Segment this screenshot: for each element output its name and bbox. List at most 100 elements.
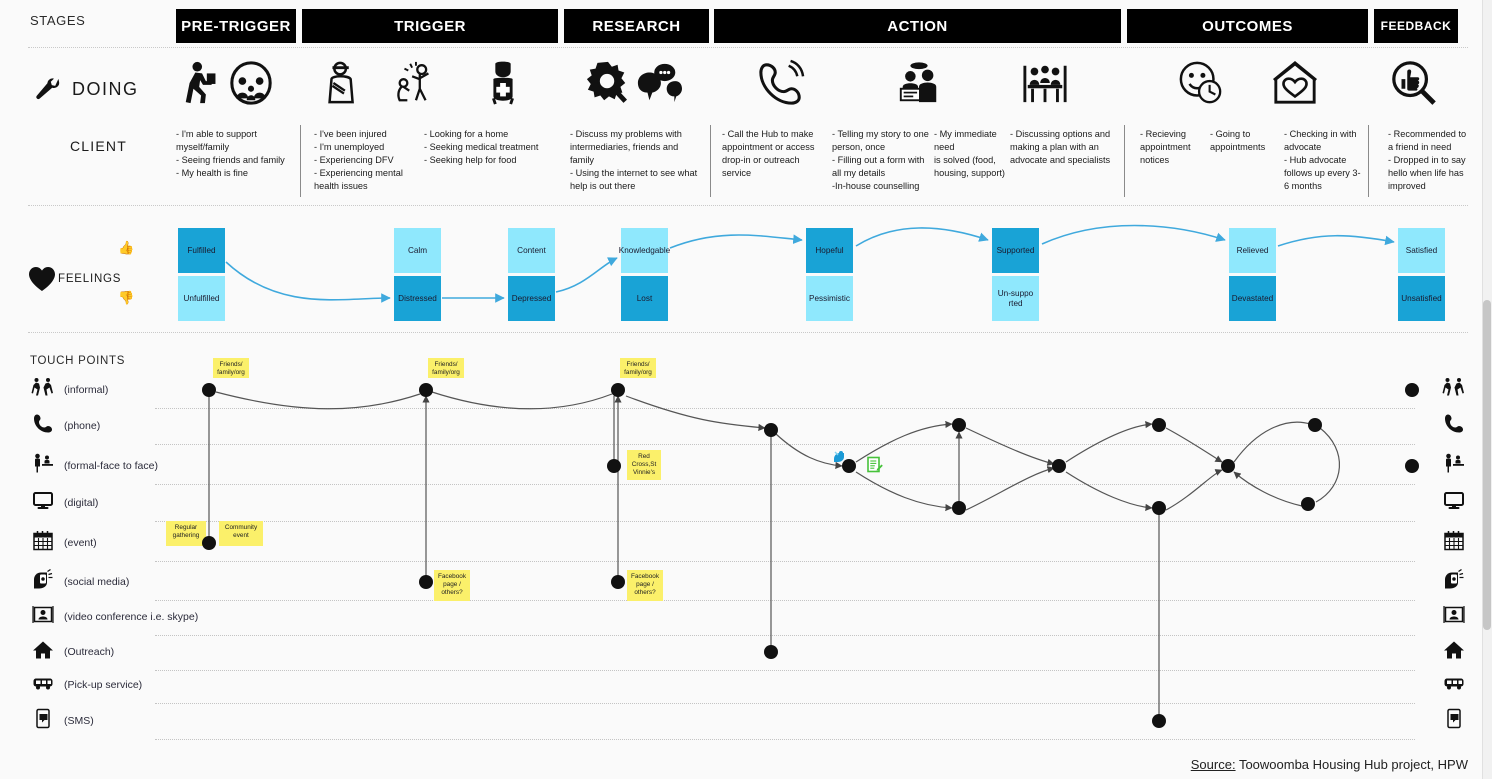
monitor-icon bbox=[32, 490, 54, 517]
touch-point-dot[interactable] bbox=[1405, 459, 1419, 473]
touch-point-row-label: (SMS) bbox=[64, 715, 94, 727]
sticky-note[interactable]: Regular gathering bbox=[166, 521, 206, 546]
touch-point-row-label: (Outreach) bbox=[64, 646, 115, 658]
desk-person-icon bbox=[32, 453, 54, 480]
bus-icon-right bbox=[1443, 672, 1465, 699]
divider-stages bbox=[28, 47, 1468, 48]
phone-handset-icon-right bbox=[1443, 413, 1465, 440]
feeling-negative-block: Depressed bbox=[508, 276, 555, 321]
stage-bar-label: FEEDBACK bbox=[1380, 19, 1452, 33]
feelings-row-label: FEELINGS bbox=[58, 273, 122, 285]
doing-row-label: DOING bbox=[72, 79, 139, 99]
touch-point-row-line bbox=[155, 670, 1415, 671]
sticky-note[interactable]: Friends/ family/org bbox=[213, 358, 249, 378]
touch-point-dot[interactable] bbox=[1152, 418, 1166, 432]
sticky-note[interactable]: Friends/ family/org bbox=[428, 358, 464, 378]
stage-bar-pre-trigger[interactable]: PRE-TRIGGER bbox=[176, 9, 296, 43]
feeling-positive-block: Fulfilled bbox=[178, 228, 225, 273]
divider-feelings bbox=[28, 332, 1468, 333]
blue-handover-icon bbox=[832, 450, 847, 470]
touch-point-row-label: (digital) bbox=[64, 497, 99, 509]
thumbs-up-icon: 👍 bbox=[118, 240, 135, 255]
sticky-note[interactable]: Red Cross,St Vinnie's bbox=[627, 450, 661, 480]
meeting-table-icon bbox=[1022, 60, 1068, 111]
client-activity-column: - I'm able to support myself/family - Se… bbox=[176, 129, 285, 179]
stage-bar-feedback[interactable]: FEEDBACK bbox=[1374, 9, 1458, 43]
green-form-icon bbox=[866, 456, 883, 478]
source-caption: Source: Toowoomba Housing Hub project, H… bbox=[1191, 757, 1468, 772]
feeling-negative-block: Distressed bbox=[394, 276, 441, 321]
touch-point-row-line bbox=[155, 600, 1415, 601]
touch-point-dot[interactable] bbox=[607, 459, 621, 473]
touch-points-label: TOUCH POINTS bbox=[30, 355, 126, 367]
calendar-icon bbox=[32, 530, 54, 557]
touch-point-dot[interactable] bbox=[1221, 459, 1235, 473]
thumbs-up-search-icon bbox=[1390, 60, 1436, 111]
doing-column-divider bbox=[1368, 125, 1369, 197]
hungry-child-icon bbox=[480, 60, 526, 111]
client-activity-column: - Discuss my problems with intermediarie… bbox=[570, 129, 698, 192]
video-conference-icon-right bbox=[1443, 604, 1465, 631]
smiley-clock-icon bbox=[1178, 60, 1224, 111]
touch-point-dot[interactable] bbox=[202, 383, 216, 397]
touch-point-row-label: (formal-face to face) bbox=[64, 460, 158, 472]
touch-point-dot[interactable] bbox=[1405, 383, 1419, 397]
house-heart-icon bbox=[1272, 60, 1318, 111]
doing-column-divider bbox=[300, 125, 301, 197]
sticky-note[interactable]: Friends/ family/org bbox=[620, 358, 656, 378]
touch-point-dot[interactable] bbox=[419, 575, 433, 589]
feeling-negative-block: Unsatisfied bbox=[1398, 276, 1445, 321]
feeling-negative-block: Unfulfilled bbox=[178, 276, 225, 321]
sticky-note[interactable]: Facebook page / others? bbox=[434, 570, 470, 601]
touch-point-dot[interactable] bbox=[611, 575, 625, 589]
feeling-positive-block: Satisfied bbox=[1398, 228, 1445, 273]
client-activity-column: - I've been injured - I'm unemployed - E… bbox=[314, 129, 403, 192]
bus-icon bbox=[32, 672, 54, 699]
sticky-note[interactable]: Community event bbox=[219, 521, 263, 546]
form-filling-icon bbox=[896, 60, 942, 111]
heart-icon bbox=[28, 266, 56, 297]
feeling-positive-block: Content bbox=[508, 228, 555, 273]
client-activity-column: - Telling my story to one person, once -… bbox=[832, 129, 929, 192]
touch-point-dot[interactable] bbox=[764, 423, 778, 437]
touch-point-dot[interactable] bbox=[1301, 497, 1315, 511]
page-scrollbar-thumb[interactable] bbox=[1483, 300, 1491, 630]
feeling-positive-block: Supported bbox=[992, 228, 1039, 273]
conversation-icon bbox=[636, 60, 682, 111]
touch-point-row-label: (event) bbox=[64, 537, 97, 549]
hand-phone-icon bbox=[32, 569, 54, 596]
touch-point-dot[interactable] bbox=[1308, 418, 1322, 432]
touch-point-dot[interactable] bbox=[611, 383, 625, 397]
stage-bar-action[interactable]: ACTION bbox=[714, 9, 1121, 43]
touch-point-row-line bbox=[155, 703, 1415, 704]
stage-bar-label: RESEARCH bbox=[592, 17, 681, 35]
touch-point-dot[interactable] bbox=[952, 418, 966, 432]
feeling-positive-block: Relieved bbox=[1229, 228, 1276, 273]
two-people-walking-icon-right bbox=[1442, 377, 1465, 404]
stage-bar-trigger[interactable]: TRIGGER bbox=[302, 9, 558, 43]
touch-point-dot[interactable] bbox=[1152, 714, 1166, 728]
stage-bar-outcomes[interactable]: OUTCOMES bbox=[1127, 9, 1368, 43]
sms-phone-icon-right bbox=[1443, 708, 1465, 735]
client-activity-column: - Going to appointments bbox=[1210, 129, 1266, 153]
sticky-note[interactable]: Facebook page / others? bbox=[627, 570, 663, 601]
touch-point-row-label: (Pick-up service) bbox=[64, 679, 143, 691]
gear-search-icon bbox=[585, 60, 631, 111]
touch-point-dot[interactable] bbox=[952, 501, 966, 515]
touch-point-dot[interactable] bbox=[1152, 501, 1166, 515]
stage-bar-label: OUTCOMES bbox=[1202, 17, 1293, 35]
touch-point-dot[interactable] bbox=[419, 383, 433, 397]
sms-phone-icon bbox=[32, 708, 54, 735]
touch-point-row-line bbox=[155, 635, 1415, 636]
touch-point-dot[interactable] bbox=[764, 645, 778, 659]
feeling-negative-block: Un-suppo rted bbox=[992, 276, 1039, 321]
touch-point-row-line bbox=[155, 739, 1415, 740]
feeling-positive-block: Calm bbox=[394, 228, 441, 273]
stage-bar-research[interactable]: RESEARCH bbox=[564, 9, 709, 43]
client-activity-column: - Checking in with advocate - Hub advoca… bbox=[1284, 129, 1361, 192]
client-activity-column: - Call the Hub to make appointment or ac… bbox=[722, 129, 815, 179]
touch-point-dot[interactable] bbox=[842, 459, 856, 473]
touch-point-dot[interactable] bbox=[1052, 459, 1066, 473]
touch-point-row-label: (informal) bbox=[64, 384, 109, 396]
touch-point-dot[interactable] bbox=[202, 536, 216, 550]
